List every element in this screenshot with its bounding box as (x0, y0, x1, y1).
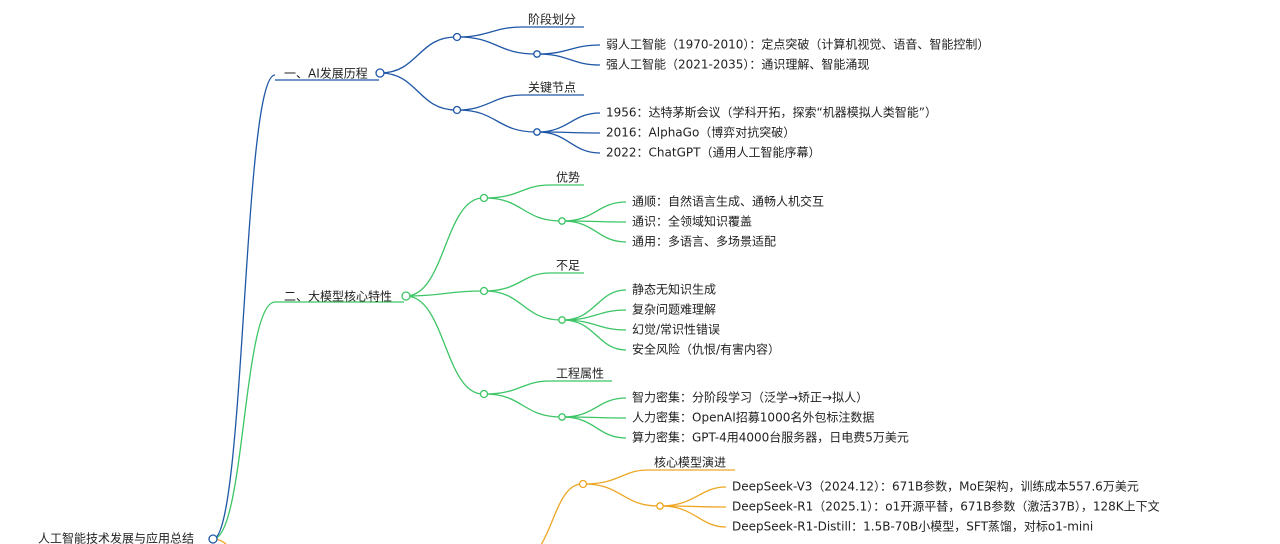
engineering-item-intelligence[interactable]: 智力密集：分阶段学习（泛学→矫正→拟人） (632, 390, 868, 405)
edge-advantage-item-3 (562, 220, 627, 243)
llm-collapse-handle[interactable] (401, 291, 411, 301)
engineering-items-collapse-handle[interactable] (558, 413, 566, 421)
topic-advantages[interactable]: 优势 (556, 171, 580, 185)
edge-llm-to-engineering (405, 295, 484, 395)
edge-engineering-to-items (484, 393, 562, 418)
model-item-v3[interactable]: DeepSeek-V3（2024.12）：671B参数，MoE架构，训练成本55… (732, 479, 1139, 494)
edge-milestone-item-3 (537, 131, 601, 154)
edge-shortcoming-item-4 (562, 319, 627, 351)
engineering-item-labor[interactable]: 人力密集：OpenAI招募1000名外包标注数据 (632, 410, 874, 425)
stages-collapse-handle[interactable] (452, 32, 462, 42)
edge-llm-to-shortcomings (405, 290, 484, 297)
edge-models-label (583, 469, 649, 485)
edge-milestone-item-1 (537, 112, 601, 133)
model-item-r1-distill[interactable]: DeepSeek-R1-Distill：1.5B-70B小模型，SFT蒸馏，对标… (732, 520, 1093, 534)
edge-history-to-milestones (379, 72, 457, 111)
advantage-item-general-purpose[interactable]: 通用：多语言、多场景适配 (632, 235, 776, 249)
edge-history-to-stages (379, 36, 457, 74)
edge-llm-to-advantages (405, 197, 484, 297)
milestone-item-2016[interactable]: 2016：AlphaGo（博弈对抗突破） (606, 125, 795, 140)
branch-deepseek: 核心模型演进 DeepSeek-V3（2024.12）：671B参数，MoE架构… (212, 455, 1160, 544)
edge-shortcomings-to-items (484, 290, 562, 321)
advantage-item-fluent[interactable]: 通顺：自然语言生成、通畅人机交互 (632, 194, 824, 209)
topic-milestones[interactable]: 关键节点 (528, 81, 576, 95)
edge-stages-to-items (457, 36, 537, 55)
topic-shortcomings[interactable]: 不足 (556, 259, 580, 273)
edge-advantages-to-items (484, 197, 562, 222)
edge-orange-parent-to-models (540, 483, 583, 544)
history-collapse-handle[interactable] (375, 68, 385, 78)
edge-advantage-item-1 (562, 201, 627, 222)
shortcomings-collapse-handle[interactable] (479, 286, 489, 296)
shortcoming-item-hallucination[interactable]: 幻觉/常识性错误 (632, 323, 720, 337)
engineering-item-compute[interactable]: 算力密集：GPT-4用4000台服务器，日电费5万美元 (632, 430, 909, 445)
edge-engineering-item-3 (562, 416, 627, 439)
advantages-items-collapse-handle[interactable] (558, 217, 566, 225)
topic-llm-characteristics[interactable]: 二、大模型核心特性 (284, 289, 392, 304)
topic-engineering[interactable]: 工程属性 (556, 366, 604, 381)
edge-model-item-1 (660, 486, 727, 507)
advantage-item-general-knowledge[interactable]: 通识：全领域知识覆盖 (632, 214, 752, 229)
milestone-item-2022[interactable]: 2022：ChatGPT（通用人工智能序幕） (606, 145, 820, 160)
edge-stage-item-2 (537, 53, 601, 66)
edge-engineering-item-1 (562, 397, 627, 418)
stage-item-weak-ai[interactable]: 弱人工智能（1970-2010）：定点突破（计算机视觉、语音、智能控制） (606, 37, 989, 52)
edge-model-item-3 (660, 505, 727, 528)
root-topic[interactable]: 人工智能技术发展与应用总结 (38, 531, 194, 544)
shortcomings-items-collapse-handle[interactable] (558, 316, 566, 324)
milestones-collapse-handle[interactable] (452, 105, 462, 115)
shortcoming-item-static[interactable]: 静态无知识生成 (632, 283, 716, 297)
root-collapse-handle[interactable] (208, 534, 218, 544)
edge-root-to-history (212, 74, 276, 540)
edge-root-to-llm (212, 301, 276, 540)
models-collapse-handle[interactable] (578, 479, 588, 489)
shortcoming-item-complex[interactable]: 复杂问题难理解 (632, 303, 716, 317)
branch-llm-characteristics: 二、大模型核心特性 优势 通顺：自然语言生成、通畅人机交互 通识：全领域知识覆盖… (212, 171, 909, 540)
stage-item-strong-ai[interactable]: 强人工智能（2021-2035）：通识理解、智能涌现 (606, 57, 869, 72)
edge-engineering-label (484, 380, 551, 395)
branch-ai-history: 一、AI发展历程 阶段划分 弱人工智能（1970-2010）：定点突破（计算机视… (212, 12, 989, 540)
shortcoming-item-safety[interactable]: 安全风险（仇恨/有害内容） (632, 342, 780, 357)
topic-stages[interactable]: 阶段划分 (528, 12, 576, 27)
model-item-r1[interactable]: DeepSeek-R1（2025.1）：o1开源平替，671B参数（激活37B）… (732, 499, 1160, 514)
edge-advantages-label (484, 184, 551, 199)
root-node: 人工智能技术发展与应用总结 (38, 531, 218, 544)
edge-milestones-to-items (457, 109, 537, 133)
edge-models-to-items (583, 483, 660, 507)
edge-stages-label (457, 26, 523, 38)
milestones-items-collapse-handle[interactable] (533, 128, 541, 136)
edge-stage-item-1 (537, 44, 601, 55)
engineering-collapse-handle[interactable] (479, 389, 489, 399)
topic-core-models[interactable]: 核心模型演进 (654, 455, 726, 470)
advantages-collapse-handle[interactable] (479, 193, 489, 203)
edge-milestones-label (457, 94, 523, 111)
edge-shortcomings-label (484, 272, 551, 292)
milestone-item-1956[interactable]: 1956：达特茅斯会议（学科开拓，探索“机器模拟人类智能”） (606, 105, 937, 120)
topic-ai-history[interactable]: 一、AI发展历程 (284, 66, 368, 81)
models-items-collapse-handle[interactable] (656, 502, 664, 510)
stages-items-collapse-handle[interactable] (533, 50, 541, 58)
